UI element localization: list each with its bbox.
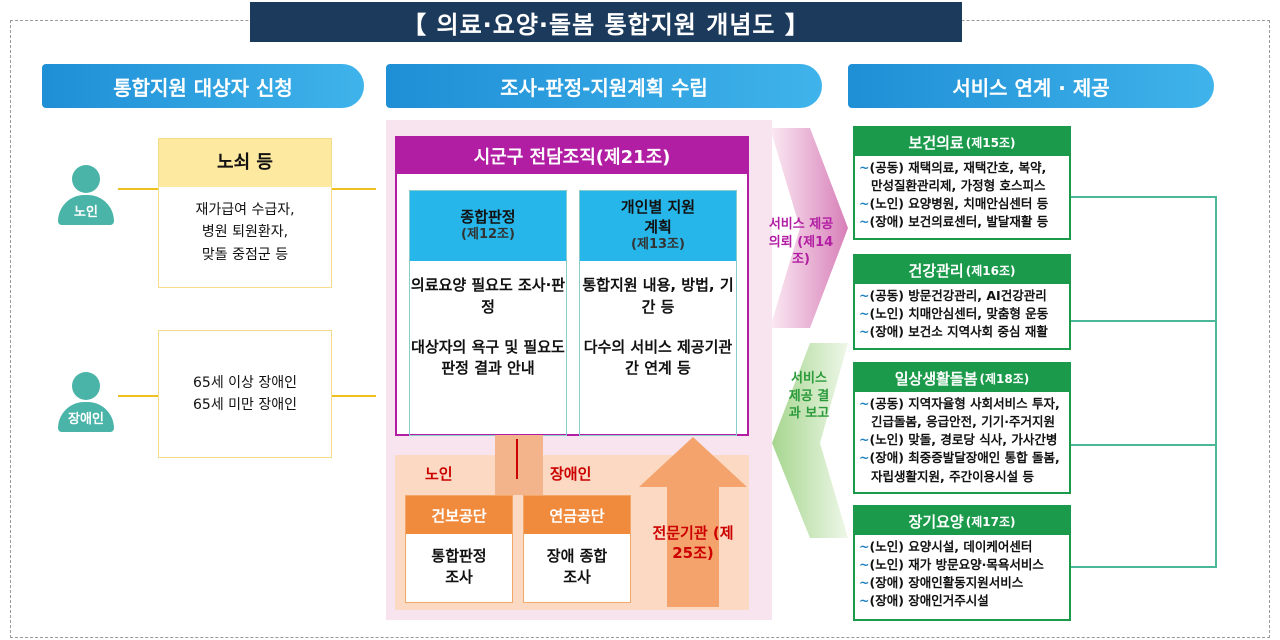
nps-body: 장애 종합조사 [546, 547, 608, 586]
service-box-long-term-care: 장기요양(제17조) ~(노인) 요양시설, 데이케어센터 ~(노인) 재가 방… [853, 505, 1071, 621]
service-article: (제17조) [965, 514, 1016, 529]
service-title: 건강관리 [908, 261, 964, 280]
local-government-unit-box: 시군구 전담조직(제21조) 종합판정(제12조) 의료요양 필요도 조사·판정… [395, 136, 749, 436]
service-article: (제15조) [965, 135, 1016, 150]
up-arrow-icon [639, 437, 747, 607]
applicant-line: 병원 퇴원환자, [201, 224, 289, 241]
disabled-route-label: 장애인 [550, 465, 592, 483]
disabled-person-icon: 장애인 [58, 372, 114, 432]
plan-text: 통합지원 내용, 방법, 기간 등 [582, 276, 734, 316]
service-item: ~(공동) 재택의료, 재택간호, 복약, [859, 160, 1047, 175]
disabled-applicant-box: 65세 이상 장애인 65세 미만 장애인 [158, 330, 332, 458]
connector-line [1071, 320, 1217, 322]
nps-header: 연금공단 [524, 496, 630, 534]
service-article: (제16조) [965, 263, 1016, 278]
elderly-route-label: 노인 [425, 465, 453, 483]
service-box-health-care: 보건의료(제15조) ~(공동) 재택의료, 재택간호, 복약, 만성질환관리제… [853, 126, 1071, 240]
down-arrow-stem [495, 435, 543, 495]
service-box-health-management: 건강관리(제16조) ~(공동) 방문건강관리, AI건강관리 ~(노인) 치매… [853, 254, 1071, 350]
elderly-label: 노인 [58, 195, 114, 225]
column-header-apply: 통합지원 대상자 신청 [42, 64, 364, 108]
service-article: (제18조) [979, 371, 1030, 386]
applicant-line: 65세 미만 장애인 [193, 397, 297, 413]
service-item: ~(노인) 재가 방문요양·목욕서비스 [859, 557, 1044, 573]
plan-article: (제13조) [631, 237, 685, 253]
services-connector [1071, 196, 1217, 568]
agencies-area: 노인 장애인 건보공단 통합판정 조사 연금공단 장애 종합조사 전문기관 (제… [395, 435, 749, 610]
service-item: ~(공동) 지역자율형 사회서비스 투자, [859, 396, 1060, 411]
nps-box: 연금공단 장애 종합조사 [523, 495, 631, 603]
report-arrow-icon [772, 343, 848, 538]
plan-title: 개인별 지원계획 [620, 198, 696, 236]
arrow-to-center [332, 188, 376, 190]
flow-arrows [770, 128, 848, 538]
applicant-line: 재가급여 수급자, [195, 202, 295, 218]
service-item: ~(노인) 맞돌, 경로당 식사, 가사간병 [859, 432, 1058, 448]
down-arrow-icon [516, 439, 518, 479]
service-item: ~(노인) 치매안심센터, 맞춤형 운동 [859, 306, 1049, 322]
service-title: 일상생활돌봄 [894, 369, 978, 388]
judgment-text: 대상자의 욕구 및 필요도 판정 결과 안내 [411, 337, 565, 378]
service-item: ~(장애) 보건의료센터, 발달재활 등 [859, 214, 1049, 230]
local-government-header: 시군구 전담조직(제21조) [397, 138, 747, 174]
arrow-to-center [332, 395, 376, 397]
nhis-header: 건보공단 [406, 496, 512, 534]
service-item: 자립생활지원, 주간이용시설 등 [871, 468, 1034, 484]
request-arrow-icon [770, 128, 848, 328]
service-item: ~(장애) 보건소 지역사회 중심 재활 [859, 324, 1048, 340]
nhis-body: 통합판정 조사 [431, 547, 487, 586]
nhis-box: 건보공단 통합판정 조사 [405, 495, 513, 603]
service-request-label: 서비스 제공 의뢰 (제14조) [768, 217, 834, 268]
service-item: ~(장애) 장애인활동지원서비스 [859, 575, 1024, 591]
judgment-article: (제12조) [461, 227, 515, 243]
column-header-services: 서비스 연계 · 제공 [848, 64, 1214, 108]
elderly-box-header: 노쇠 등 [159, 139, 331, 187]
disabled-label: 장애인 [58, 402, 114, 432]
service-item: ~(장애) 장애인거주시설 [859, 593, 989, 609]
service-title: 보건의료 [908, 133, 964, 152]
connector-line [1071, 444, 1217, 446]
column-header-assessment: 조사-판정-지원계획 수립 [386, 64, 822, 108]
plan-text: 다수의 서비스 제공기관 간 연계 등 [583, 337, 733, 378]
expert-agency-label: 전문기관 (제25조) [652, 524, 734, 563]
applicant-line: 65세 이상 장애인 [193, 374, 297, 391]
service-item: ~(노인) 요양시설, 데이케어센터 [859, 539, 1033, 554]
applicant-line: 맞돌 중점군 등 [201, 246, 289, 263]
elderly-person-icon: 노인 [58, 165, 114, 225]
judgment-title: 종합판정 [460, 207, 516, 226]
service-item: ~(공동) 방문건강관리, AI건강관리 [859, 288, 1047, 303]
connector-line [118, 395, 158, 397]
page-title: 【 의료·요양·돌봄 통합지원 개념도 】 [250, 2, 962, 42]
connector-line [118, 188, 158, 190]
elderly-applicant-box: 노쇠 등 재가급여 수급자, 병원 퇴원환자, 맞돌 중점군 등 [158, 138, 332, 288]
service-title: 장기요양 [908, 512, 964, 531]
service-report-label: 서비스 제공 결과 보고 [788, 371, 830, 422]
service-item: ~(노인) 요양병원, 치매안심센터 등 [859, 196, 1049, 212]
service-item: 만성질환관리제, 가정형 호스피스 [871, 178, 1046, 194]
service-item: 긴급돌봄, 응급안전, 기기·주거지원 [871, 414, 1055, 430]
judgment-text: 의료요양 필요도 조사·판정 [410, 276, 566, 316]
service-item: ~(장애) 최중증발달장애인 통합 돌봄, [859, 450, 1060, 466]
service-box-daily-care: 일상생활돌봄(제18조) ~(공동) 지역자율형 사회서비스 투자, 긴급돌봄,… [853, 362, 1071, 494]
